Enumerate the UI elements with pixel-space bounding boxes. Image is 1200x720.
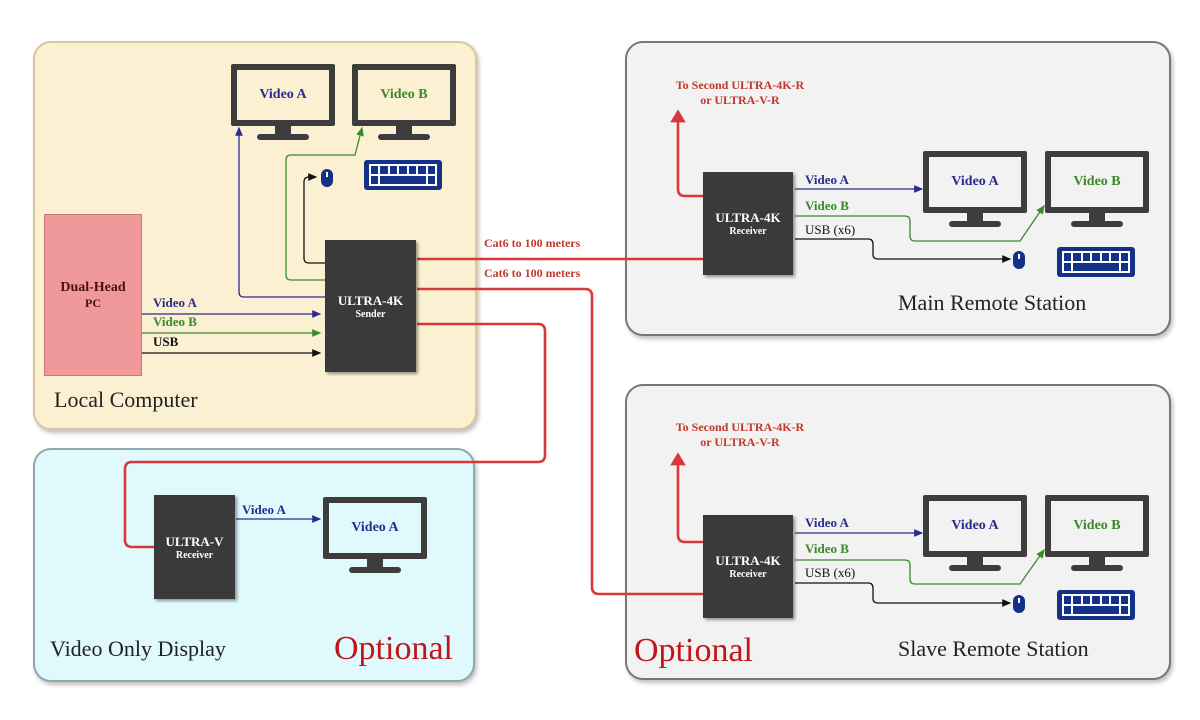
- keyboard-icon: [1057, 247, 1135, 277]
- vo-receiver-label-1: ULTRA-V: [165, 533, 224, 549]
- slave-receiver-label-2: Receiver: [729, 569, 767, 580]
- monitor-local-a: Video A: [231, 64, 335, 140]
- keyboard-icon: [364, 160, 442, 190]
- main-video-b-label: Video B: [805, 198, 849, 213]
- monitor-main-b: Video B: [1045, 151, 1149, 227]
- monitor-local-b: Video B: [352, 64, 456, 140]
- main-video-a-label: Video A: [805, 172, 849, 187]
- pc-label-1: Dual-Head: [60, 279, 126, 295]
- local-computer-title: Local Computer: [54, 387, 198, 412]
- main-second-note: To Second ULTRA-4K-R or ULTRA-V-R: [640, 78, 840, 108]
- cat6-main-label: Cat6 to 100 meters: [484, 236, 581, 250]
- pc-label-2: PC: [85, 295, 101, 310]
- main-usb-label: USB (x6): [805, 222, 856, 237]
- slave-video-a-label: Video A: [805, 515, 849, 530]
- note-line-2: or ULTRA-V-R: [700, 435, 780, 449]
- note-line-1: To Second ULTRA-4K-R: [675, 420, 805, 434]
- monitor-slave-a: Video A: [923, 495, 1027, 571]
- monitor-icon: Video A: [923, 151, 1027, 213]
- monitor-slave-b: Video B: [1045, 495, 1149, 571]
- mouse-icon: [1013, 595, 1025, 613]
- main-ultra-4k-receiver: ULTRA-4K Receiver: [703, 172, 793, 275]
- note-line-1: To Second ULTRA-4K-R: [675, 78, 805, 92]
- monitor-vo-a: Video A: [323, 497, 427, 573]
- main-receiver-label-2: Receiver: [729, 226, 767, 237]
- slave-usb-label: USB (x6): [805, 565, 856, 580]
- monitor-icon: Video B: [1045, 151, 1149, 213]
- pc-video-a-label: Video A: [153, 295, 197, 310]
- monitor-main-a: Video A: [923, 151, 1027, 227]
- main-remote-title: Main Remote Station: [898, 290, 1087, 315]
- monitor-icon: Video A: [323, 497, 427, 559]
- sender-label-1: ULTRA-4K: [337, 292, 404, 308]
- video-only-title: Video Only Display: [50, 636, 226, 661]
- slave-remote-title: Slave Remote Station: [898, 636, 1089, 661]
- cat6-slave-label: Cat6 to 100 meters: [484, 266, 581, 280]
- keyboard-icon: [1057, 590, 1135, 620]
- main-receiver-label-1: ULTRA-4K: [715, 210, 781, 225]
- vo-receiver-label-2: Receiver: [175, 549, 214, 561]
- monitor-icon: Video A: [923, 495, 1027, 557]
- monitor-icon: Video B: [352, 64, 456, 126]
- sender-label-2: Sender: [355, 308, 386, 320]
- mouse-icon: [321, 169, 333, 187]
- optional-badge: Optional: [634, 632, 753, 669]
- slave-ultra-4k-receiver: ULTRA-4K Receiver: [703, 515, 793, 618]
- pc-usb-label: USB: [153, 334, 179, 349]
- optional-badge: Optional: [334, 630, 453, 667]
- vo-video-a-label: Video A: [242, 502, 286, 517]
- pc-video-b-label: Video B: [153, 314, 197, 329]
- monitor-icon: Video B: [1045, 495, 1149, 557]
- slave-video-b-label: Video B: [805, 541, 849, 556]
- slave-second-note: To Second ULTRA-4K-R or ULTRA-V-R: [640, 420, 840, 450]
- ultra-4k-sender: ULTRA-4K Sender: [325, 240, 416, 372]
- slave-receiver-label-1: ULTRA-4K: [715, 553, 781, 568]
- note-line-2: or ULTRA-V-R: [700, 93, 780, 107]
- ultra-v-receiver: ULTRA-V Receiver: [154, 495, 235, 599]
- mouse-icon: [1013, 251, 1025, 269]
- dual-head-pc: Dual-Head PC: [44, 214, 142, 376]
- monitor-icon: Video A: [231, 64, 335, 126]
